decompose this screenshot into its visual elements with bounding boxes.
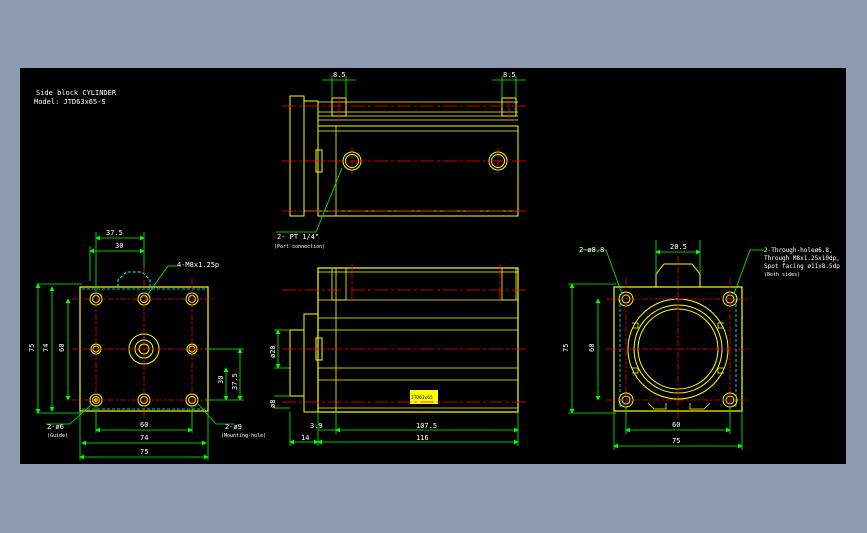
side-end-plate	[289, 329, 305, 397]
dim-30-vertical: 30	[217, 376, 225, 384]
dim-74-vertical: 74	[42, 344, 50, 352]
dim-dia-8: ø8	[269, 400, 277, 408]
dim-60-horizontal: 60	[140, 421, 148, 429]
title-block: Side block CYLINDER Model: JTD63x65-S	[34, 89, 117, 106]
port-sub-label: (Port connection)	[274, 244, 325, 250]
thread-label: 4-M8x1.25p	[177, 261, 219, 269]
dim-75-horizontal: 75	[140, 448, 148, 456]
title-line-1: Side block CYLINDER	[36, 89, 117, 97]
through-line-2: Through M8x1.25x10dp,	[764, 255, 840, 262]
side-view: JTD63x65 ø20 ø8 14 3.9 107.5 116	[269, 264, 526, 446]
cad-drawing: Side block CYLINDER Model: JTD63x65-S	[28, 71, 840, 460]
dim-3-9: 3.9	[310, 422, 323, 430]
left-centerlines	[72, 268, 216, 418]
through-line-4: (Both sides)	[764, 272, 800, 278]
right-dim-60-vertical: 60	[588, 344, 596, 352]
right-centerlines	[606, 256, 750, 418]
nameplate-text: JTD63x65	[411, 395, 433, 401]
top-end-plate	[289, 95, 305, 217]
mount-label: 2-ø9	[225, 423, 242, 431]
right-end-view: 20.5 2-ø8.8 2-Through-holeø6.8, Through …	[562, 240, 840, 450]
port-label: 2- PT 1/4"	[277, 233, 319, 241]
through-line-3: Spot facing ø11x8.5dp	[764, 263, 840, 270]
dim-37-5: 37.5	[106, 229, 123, 237]
right-dim-75-vertical: 75	[562, 344, 570, 352]
top-view: 8.5 8.5 2- PT 1/4" (Port connection)	[274, 71, 526, 250]
drawing-canvas: Side block CYLINDER Model: JTD63x65-S	[20, 68, 846, 464]
right-hole-label: 2-ø8.8	[579, 246, 604, 254]
right-dim-60-horizontal: 60	[672, 421, 680, 429]
dim-30: 30	[115, 242, 123, 250]
side-body	[317, 267, 519, 413]
dim-74-horizontal: 74	[140, 434, 148, 442]
dim-107-5: 107.5	[416, 422, 437, 430]
dim-dia-20: ø20	[269, 345, 277, 358]
nameplate	[410, 390, 438, 404]
mount-sub-label: (Mounting-hole)	[221, 433, 266, 439]
dim-20-5: 20.5	[670, 243, 687, 251]
through-line-1: 2-Through-holeø6.8,	[764, 247, 833, 254]
guide-label: 2-ø6	[47, 423, 64, 431]
left-end-view: 37.5 30 4-M8x1.25p 75 74 60 30 37.5 60 7…	[28, 229, 266, 460]
dim-14: 14	[301, 434, 309, 442]
dim-116: 116	[416, 434, 429, 442]
top-body	[317, 125, 519, 217]
dim-60-vertical: 60	[58, 344, 66, 352]
dim-top-left: 8.5	[333, 71, 346, 79]
guide-sub-label: (Guide)	[47, 433, 68, 439]
title-line-2: Model: JTD63x65-S	[34, 98, 106, 106]
right-dim-75-horizontal: 75	[672, 437, 680, 445]
dim-37-5-vertical: 37.5	[231, 373, 239, 390]
dim-75-vertical: 75	[28, 344, 36, 352]
left-hidden-boss	[117, 271, 151, 287]
dim-top-right: 8.5	[503, 71, 516, 79]
